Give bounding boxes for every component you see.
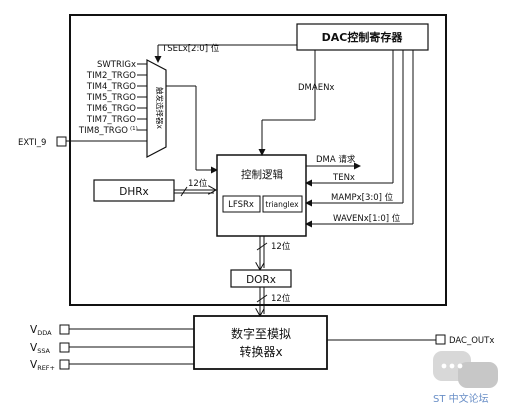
- trigger-selector-label: 触发选择器x: [155, 87, 165, 129]
- st-forum-logo: [433, 351, 498, 388]
- power-pins: VDDA VSSA VREF+: [30, 324, 194, 372]
- control-logic-label: 控制逻辑: [241, 168, 283, 181]
- trigger-input-label: TIM6_TRGO: [86, 104, 136, 114]
- dor-box: [230, 269, 292, 288]
- triangle-box: [262, 195, 303, 213]
- vref-pin: [59, 359, 70, 370]
- vssa-label: VSSA: [30, 342, 51, 355]
- dhr-bus-width: 12位: [188, 178, 208, 189]
- dac-control-register-label: DAC控制寄存器: [322, 30, 404, 44]
- dhr-label: DHRx: [119, 186, 149, 198]
- trigger-input-label: TIM7_TRGO: [86, 115, 136, 125]
- trigger-input-label: SWTRIGx: [97, 60, 136, 70]
- ten-label: TENx: [332, 173, 355, 183]
- exti-pin: [56, 136, 67, 147]
- dac-converter-line2: 转换器x: [239, 344, 282, 359]
- dmaen-label: DMAENx: [298, 83, 334, 93]
- dac-out-pin: [435, 334, 446, 345]
- vdda-label: VDDA: [30, 324, 52, 337]
- dma-request-label: DMA 请求: [316, 154, 356, 165]
- dac-out-label: DAC_OUTx: [449, 336, 494, 346]
- lfsr-label: LFSRx: [228, 200, 254, 210]
- vdda-pin: [59, 324, 70, 335]
- dor-label: DORx: [246, 274, 276, 286]
- waven-label: WAVENx[1:0] 位: [333, 213, 401, 224]
- exti-label: EXTI_9: [18, 138, 46, 148]
- dac-channel-boundary: [69, 14, 447, 306]
- logic-to-dor-width: 12位: [271, 241, 291, 252]
- trigger-footnote: (1): [130, 126, 138, 132]
- triangle-label: trianglex: [265, 200, 299, 209]
- lfsr-box: [222, 195, 261, 213]
- dac-control-register-box: [296, 23, 429, 51]
- vssa-pin: [59, 342, 70, 353]
- trigger-input-label: TIM2_TRGO: [86, 71, 136, 81]
- watermark-text: ST 中文论坛: [433, 392, 489, 405]
- mamp-label: MAMPx[3:0] 位: [331, 192, 394, 203]
- vref-label: VREF+: [30, 359, 55, 372]
- dac-converter-line1: 数字至模拟: [231, 326, 291, 341]
- dac-converter-box: [193, 315, 328, 370]
- tsel-label: TSELx[2:0] 位: [161, 43, 220, 54]
- dor-to-dac-width: 12位: [271, 293, 291, 304]
- trigger-input-label: TIM8_TRGO: [78, 126, 128, 136]
- trigger-inputs: SWTRIGx TIM2_TRGO TIM4_TRGO TIM5_TRGO TI…: [78, 60, 147, 136]
- trigger-selector-mux: [146, 59, 167, 158]
- trigger-input-label: TIM5_TRGO: [86, 93, 136, 103]
- trigger-input-label: TIM4_TRGO: [86, 82, 136, 92]
